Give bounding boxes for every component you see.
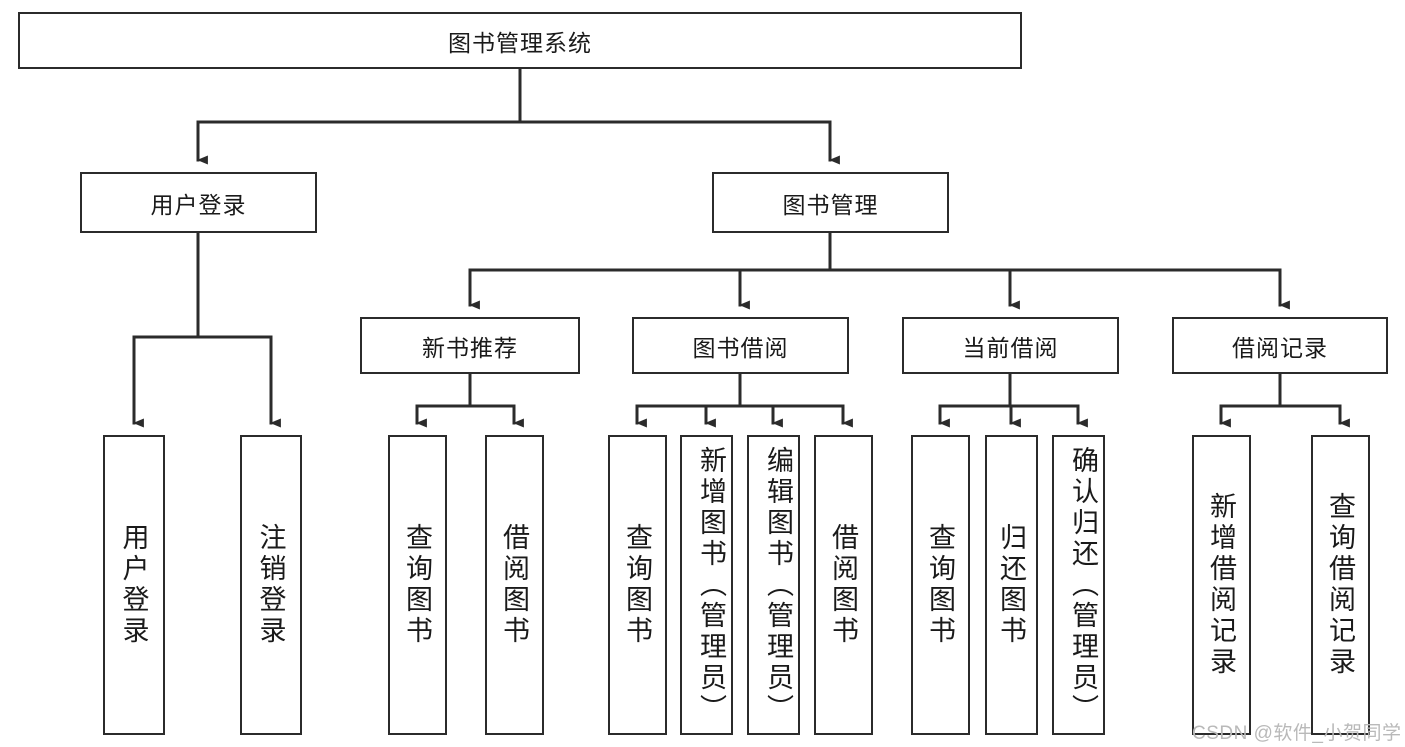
node-leaf-edit-book-admin-label: 编辑图书（管理员） <box>763 445 793 725</box>
node-current-borrow[interactable]: 当前借阅 <box>902 317 1119 374</box>
node-leaf-return-book-label: 归还图书 <box>996 523 1026 647</box>
node-borrow-record[interactable]: 借阅记录 <box>1172 317 1388 374</box>
node-root-label: 图书管理系统 <box>448 29 592 56</box>
node-leaf-borrow-book-2-label: 借阅图书 <box>828 523 858 647</box>
node-leaf-query-borrow-record[interactable]: 查询借阅记录 <box>1311 435 1370 735</box>
watermark-text: CSDN @软件_小贺同学 <box>1192 723 1402 744</box>
node-user-login[interactable]: 用户登录 <box>80 172 317 233</box>
node-leaf-add-borrow-record[interactable]: 新增借阅记录 <box>1192 435 1251 735</box>
node-new-book-recommend[interactable]: 新书推荐 <box>360 317 580 374</box>
node-leaf-query-book-1[interactable]: 查询图书 <box>388 435 447 735</box>
node-leaf-borrow-book-1[interactable]: 借阅图书 <box>485 435 544 735</box>
node-leaf-user-logout-label: 注销登录 <box>255 523 286 647</box>
node-leaf-user-login-label: 用户登录 <box>118 523 149 647</box>
node-book-borrow[interactable]: 图书借阅 <box>632 317 849 374</box>
node-leaf-edit-book-admin[interactable]: 编辑图书（管理员） <box>747 435 800 735</box>
node-leaf-confirm-return-admin-label: 确认归还（管理员） <box>1068 445 1098 725</box>
node-leaf-query-borrow-record-label: 查询借阅记录 <box>1325 492 1355 678</box>
node-leaf-borrow-book-2[interactable]: 借阅图书 <box>814 435 873 735</box>
node-book-borrow-label: 图书借阅 <box>692 334 789 361</box>
node-leaf-query-book-1-label: 查询图书 <box>402 523 432 647</box>
node-new-book-recommend-label: 新书推荐 <box>422 334 518 361</box>
node-leaf-add-borrow-record-label: 新增借阅记录 <box>1206 492 1236 678</box>
node-leaf-add-book-admin-label: 新增图书（管理员） <box>696 445 726 725</box>
node-leaf-query-book-3[interactable]: 查询图书 <box>911 435 970 735</box>
node-leaf-return-book[interactable]: 归还图书 <box>985 435 1038 735</box>
node-root[interactable]: 图书管理系统 <box>18 12 1022 69</box>
node-current-borrow-label: 当前借阅 <box>962 334 1059 361</box>
node-leaf-confirm-return-admin[interactable]: 确认归还（管理员） <box>1052 435 1105 735</box>
node-leaf-query-book-2-label: 查询图书 <box>622 523 652 647</box>
node-borrow-record-label: 借阅记录 <box>1232 334 1328 361</box>
node-leaf-borrow-book-1-label: 借阅图书 <box>499 523 529 647</box>
node-leaf-user-login[interactable]: 用户登录 <box>103 435 165 735</box>
node-leaf-query-book-3-label: 查询图书 <box>925 523 955 647</box>
node-book-management-label: 图书管理 <box>782 191 879 218</box>
node-leaf-query-book-2[interactable]: 查询图书 <box>608 435 667 735</box>
node-leaf-add-book-admin[interactable]: 新增图书（管理员） <box>680 435 733 735</box>
node-user-login-label: 用户登录 <box>150 191 247 218</box>
node-book-management[interactable]: 图书管理 <box>712 172 949 233</box>
node-leaf-user-logout[interactable]: 注销登录 <box>240 435 302 735</box>
